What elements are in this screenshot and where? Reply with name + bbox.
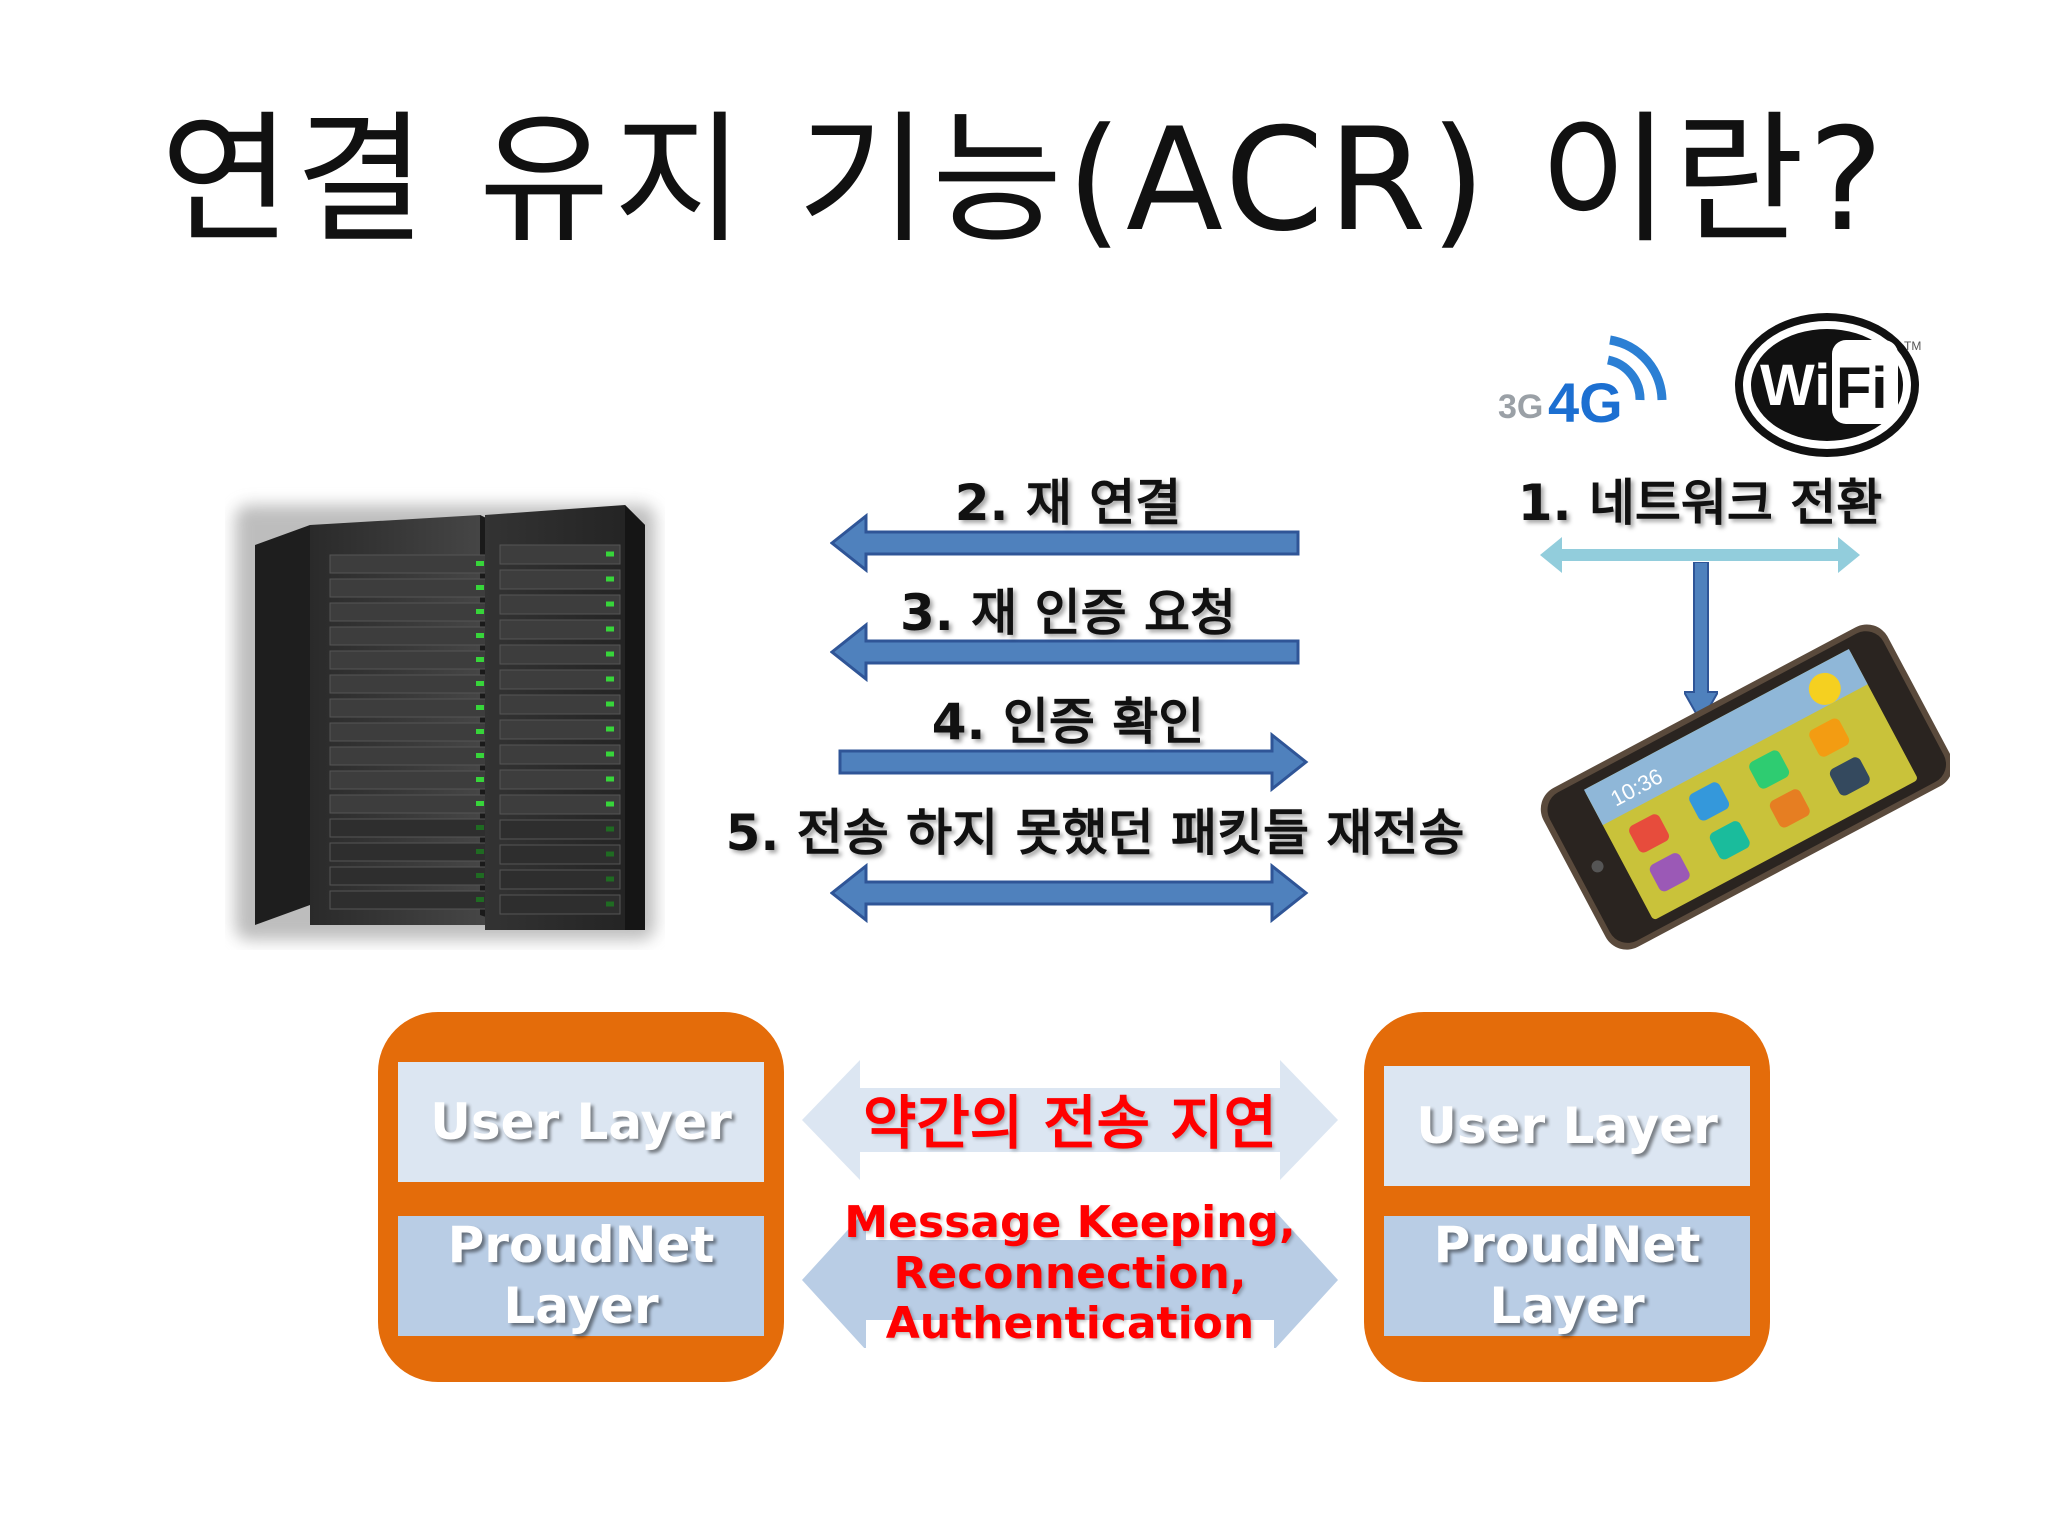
step-3-label: 3. 재 인증 요청 xyxy=(899,584,1237,642)
middle-double-arrows xyxy=(802,1060,1338,1348)
features-double-arrow xyxy=(802,1210,1338,1348)
slide-title: 연결 유지 기능(ACR) 이란? xyxy=(160,98,1888,263)
step-arrows-group xyxy=(830,512,1309,924)
reconnect-arrow-left xyxy=(830,512,1300,574)
right-user-layer: User Layer xyxy=(1384,1066,1750,1186)
step-4-label: 4. 인증 확인 xyxy=(931,693,1205,751)
features-label: Message Keeping, Reconnection, Authentic… xyxy=(844,1197,1296,1350)
auth-confirm-arrow-right xyxy=(838,731,1309,793)
step-5-label: 5. 전송 하지 못했던 패킷들 재전송 xyxy=(725,804,1465,862)
left-proudnet-layer: ProudNet Layer xyxy=(398,1216,764,1336)
left-user-layer: User Layer xyxy=(398,1062,764,1182)
cellular-3g-4g-icon: 3G 4G xyxy=(1498,335,1667,434)
svg-text:3G: 3G xyxy=(1498,388,1543,426)
right-layer-stack: User Layer ProudNet Layer xyxy=(1364,1012,1770,1382)
step-2-label: 2. 재 연결 xyxy=(954,474,1182,532)
network-switch-double-arrow xyxy=(1540,537,1860,573)
svg-text:4G: 4G xyxy=(1548,371,1623,434)
delay-double-arrow xyxy=(802,1060,1338,1180)
step-1-label: 1. 네트워크 전환 xyxy=(1517,474,1883,532)
svg-text:TM: TM xyxy=(1904,339,1921,353)
right-proudnet-layer: ProudNet Layer xyxy=(1384,1216,1750,1336)
transmission-delay-label: 약간의 전송 지연 xyxy=(863,1089,1277,1157)
server-rack-image xyxy=(235,505,655,940)
retransmit-double-arrow xyxy=(830,862,1309,924)
wifi-logo-icon: Wi Fi TM xyxy=(1735,313,1921,457)
smartphone-image: 10:36 xyxy=(1540,624,1950,950)
left-layer-stack: User Layer ProudNet Layer xyxy=(378,1012,784,1382)
svg-text:Fi: Fi xyxy=(1836,356,1888,421)
svg-text:Wi: Wi xyxy=(1760,353,1830,418)
reauth-request-arrow-left xyxy=(830,621,1300,683)
